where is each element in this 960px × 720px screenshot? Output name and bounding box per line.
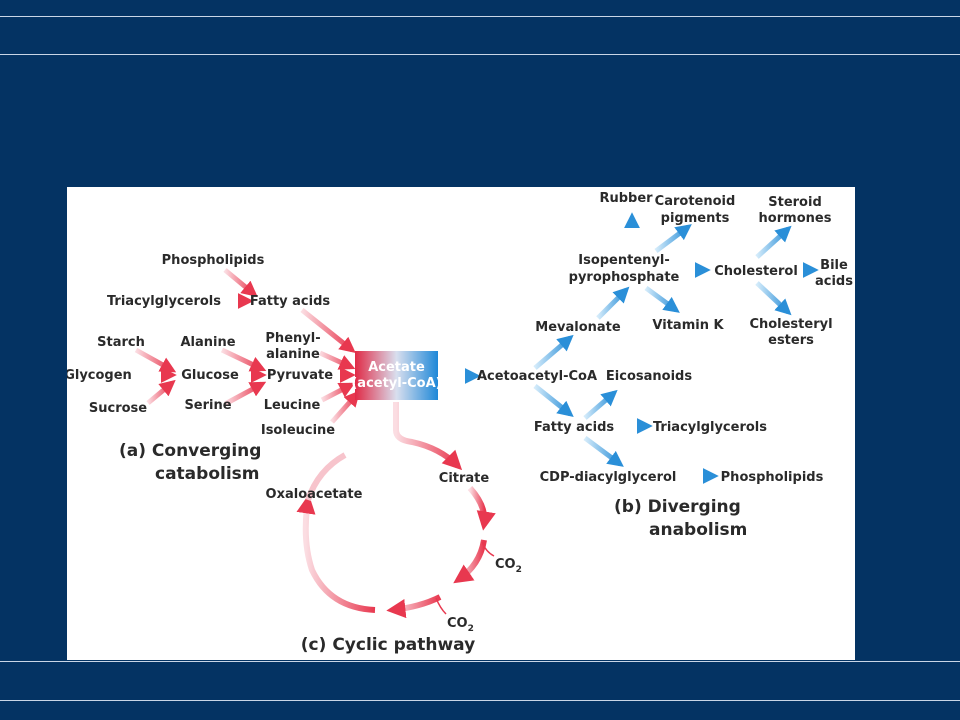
top-rule-1 [0, 16, 960, 17]
label-cholesterol: Cholesterol [714, 264, 798, 279]
label-triacylglycerols: Triacylglycerols [107, 294, 221, 309]
arrow-starch [134, 347, 177, 373]
arrow-alanine [220, 347, 267, 372]
label-fatty-acids-div: Fatty acids [534, 420, 615, 435]
caption-diverging-1: (b) Diverging [614, 497, 741, 517]
label-eicosanoids: Eicosanoids [606, 369, 692, 384]
cyclic-labels: Citrate Oxaloacetate CO2 CO2 (c) Cyclic … [266, 471, 522, 655]
label-phenylalanine-1: Phenyl- [265, 331, 320, 346]
center-node: Acetate (acetyl-CoA) [351, 360, 441, 391]
co2-branch-1 [481, 541, 495, 557]
bottom-rule-1 [0, 661, 960, 662]
label-leucine: Leucine [264, 398, 321, 413]
label-phospholipids-div: Phospholipids [721, 470, 824, 485]
acetate-label: Acetate [368, 360, 425, 375]
label-steroid-1: Steroid [768, 195, 822, 210]
label-phenylalanine-2: alanine [266, 347, 320, 362]
caption-converging-1: (a) Converging [119, 441, 261, 461]
label-alanine: Alanine [180, 335, 235, 350]
arrow-to-cholesteryl [755, 281, 792, 316]
arrow-leucine [320, 382, 356, 403]
arrow-to-ipp [596, 286, 630, 320]
arrow-phospholipids [223, 268, 258, 298]
catabolic-arrows [134, 268, 361, 424]
label-co2-1: CO2 [495, 557, 522, 575]
converging-labels: Phospholipids Triacylglycerols Fatty aci… [67, 253, 335, 484]
arrow-sucrose [146, 379, 176, 405]
caption-converging-2: catabolism [155, 464, 259, 484]
diverging-labels: Acetoacetyl-CoA Mevalonate Isopentenyl- … [477, 191, 853, 540]
label-cholesteryl-1: Cholesteryl [749, 317, 832, 332]
caption-cyclic: (c) Cyclic pathway [301, 635, 475, 655]
label-ipp-2: pyrophosphate [569, 270, 680, 285]
pathway-diagram: Acetate (acetyl-CoA) Phospholipids Triac… [67, 191, 853, 655]
label-carotenoid-1: Carotenoid [655, 194, 736, 209]
label-rubber: Rubber [599, 191, 653, 206]
label-fatty-acids: Fatty acids [250, 294, 331, 309]
label-acetoacetyl-coa: Acetoacetyl-CoA [477, 369, 597, 384]
label-cdp-diacylglycerol: CDP-diacylglycerol [540, 470, 677, 485]
label-serine: Serine [184, 398, 231, 413]
arrow-to-eicosanoids [583, 389, 618, 420]
co2-main-2: CO [447, 616, 468, 631]
co2-branch-2 [435, 597, 447, 615]
label-triacylglycerols-div: Triacylglycerols [653, 420, 767, 435]
arrow-to-cdp [583, 435, 624, 467]
label-vitamin-k: Vitamin K [652, 318, 724, 333]
label-oxaloacetate: Oxaloacetate [266, 487, 363, 502]
label-starch: Starch [97, 335, 145, 350]
bottom-rule-2 [0, 700, 960, 701]
co2-sub-2: 2 [468, 624, 474, 634]
label-carotenoid-2: pigments [661, 211, 730, 226]
label-ipp-1: Isopentenyl- [578, 253, 670, 268]
label-phospholipids: Phospholipids [162, 253, 265, 268]
arrow-to-steroid [755, 225, 792, 259]
arrow-isoleucine [330, 390, 361, 424]
acetyl-coa-label: (acetyl-CoA) [351, 376, 441, 391]
label-isoleucine: Isoleucine [261, 423, 335, 438]
arrow-to-carotenoid [654, 224, 692, 253]
label-sucrose: Sucrose [89, 401, 147, 416]
cyclic-ring [296, 402, 496, 619]
label-co2-2: CO2 [447, 616, 474, 634]
anabolic-arrows [440, 212, 819, 485]
label-bile-1: Bile [820, 258, 848, 273]
label-citrate: Citrate [439, 471, 490, 486]
metabolism-figure: Acetate (acetyl-CoA) Phospholipids Triac… [67, 187, 855, 660]
arrow-phenylalanine [318, 350, 356, 370]
label-pyruvate: Pyruvate [267, 368, 333, 383]
top-rule-2 [0, 54, 960, 55]
co2-sub-1: 2 [516, 565, 522, 575]
label-steroid-2: hormones [759, 211, 832, 226]
acetate-box [355, 351, 438, 400]
co2-main-1: CO [495, 557, 516, 572]
arrow-to-vitamin-k [644, 285, 680, 313]
label-cholesteryl-2: esters [768, 333, 814, 348]
arrow-to-fatty-acids [533, 384, 574, 417]
label-glucose: Glucose [181, 368, 239, 383]
label-glycogen: Glycogen [67, 368, 132, 383]
arrow-fatty-acids [300, 308, 356, 353]
label-bile-2: acids [815, 274, 853, 289]
arrow-to-mevalonate [533, 334, 574, 370]
arrow-serine [223, 381, 267, 407]
label-mevalonate: Mevalonate [535, 320, 621, 335]
caption-diverging-2: anabolism [649, 520, 747, 540]
